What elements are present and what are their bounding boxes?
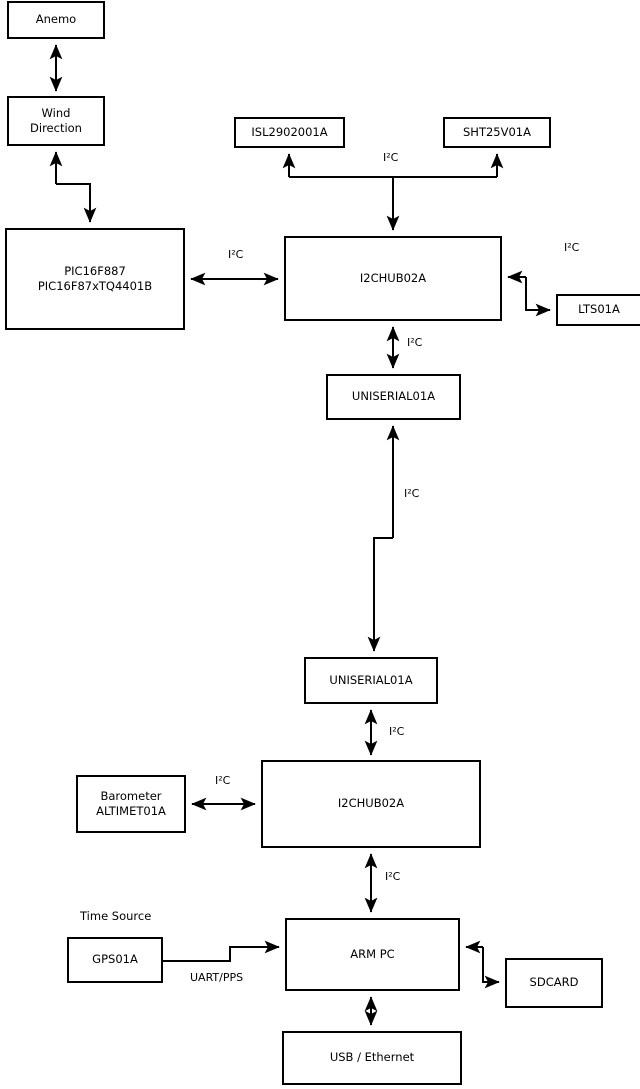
node-arm-pc-label: ARM PC	[350, 946, 395, 961]
node-anemo-label: Anemo	[35, 12, 77, 27]
node-pic-microcontroller[interactable]: PIC16F887 PIC16F87xTQ4401B	[5, 228, 185, 330]
node-sht25v01a[interactable]: SHT25V01A	[443, 117, 551, 148]
node-i2chub02a-top-label: I2CHUB02A	[359, 270, 427, 285]
node-barometer-altimet01a[interactable]: Barometer ALTIMET01A	[76, 775, 186, 833]
node-i2chub02a-bottom[interactable]: I2CHUB02A	[261, 760, 481, 848]
node-wind-direction[interactable]: Wind Direction	[7, 96, 105, 146]
connector-hub-lts-out	[525, 277, 551, 317]
node-gps01a[interactable]: GPS01A	[67, 937, 163, 983]
annotation-time-source: Time Source	[80, 909, 152, 923]
node-i2chub02a-bottom-label: I2CHUB02A	[337, 796, 405, 811]
node-uniserial01a-lower[interactable]: UNISERIAL01A	[304, 657, 438, 704]
connector-uniserial-trunk-down	[367, 537, 393, 652]
connector-gps-armpc	[163, 940, 280, 962]
node-i2chub02a-top[interactable]: I2CHUB02A	[284, 236, 502, 321]
node-lts01a-label: LTS01A	[578, 302, 620, 317]
node-uniserial01a-upper[interactable]: UNISERIAL01A	[326, 374, 461, 420]
connector-wind-pic-down	[56, 183, 97, 223]
node-barometer-altimet01a-label: Barometer ALTIMET01A	[96, 788, 166, 818]
node-gps01a-label: GPS01A	[92, 952, 138, 967]
node-isl2902001a[interactable]: ISL2902001A	[234, 117, 345, 148]
edge-label-i2c-barometer: I²C	[215, 774, 231, 787]
node-arm-pc[interactable]: ARM PC	[285, 918, 460, 991]
edge-label-i2c-hub-uniserial: I²C	[407, 336, 423, 349]
node-uniserial01a-lower-label: UNISERIAL01A	[329, 672, 413, 687]
edge-label-uart-pps: UART/PPS	[190, 971, 244, 984]
node-sdcard-label: SDCARD	[529, 975, 579, 990]
node-isl2902001a-label: ISL2902001A	[251, 124, 328, 139]
node-wind-direction-label: Wind Direction	[30, 105, 82, 135]
edge-label-i2c-pic-hub: I²C	[228, 248, 244, 261]
node-usb-ethernet[interactable]: USB / Ethernet	[282, 1031, 462, 1085]
edge-label-i2c-uniserial-hub: I²C	[389, 725, 405, 738]
node-anemo[interactable]: Anemo	[7, 1, 105, 39]
edge-label-i2c-hub-lts: I²C	[564, 241, 580, 254]
node-sdcard[interactable]: SDCARD	[505, 958, 603, 1008]
connector-armpc-sdcard-out	[482, 947, 500, 989]
node-lts01a[interactable]: LTS01A	[556, 294, 640, 326]
node-sht25v01a-label: SHT25V01A	[463, 124, 531, 139]
node-usb-ethernet-label: USB / Ethernet	[329, 1050, 415, 1065]
node-uniserial01a-upper-label: UNISERIAL01A	[351, 389, 436, 404]
edge-label-i2c-uniserial-trunk: I²C	[404, 487, 420, 500]
edge-label-i2c-sensor-bus: I²C	[383, 151, 399, 164]
node-pic-microcontroller-label: PIC16F887 PIC16F87xTQ4401B	[37, 263, 153, 293]
edge-label-i2c-hub-armpc: I²C	[385, 870, 401, 883]
